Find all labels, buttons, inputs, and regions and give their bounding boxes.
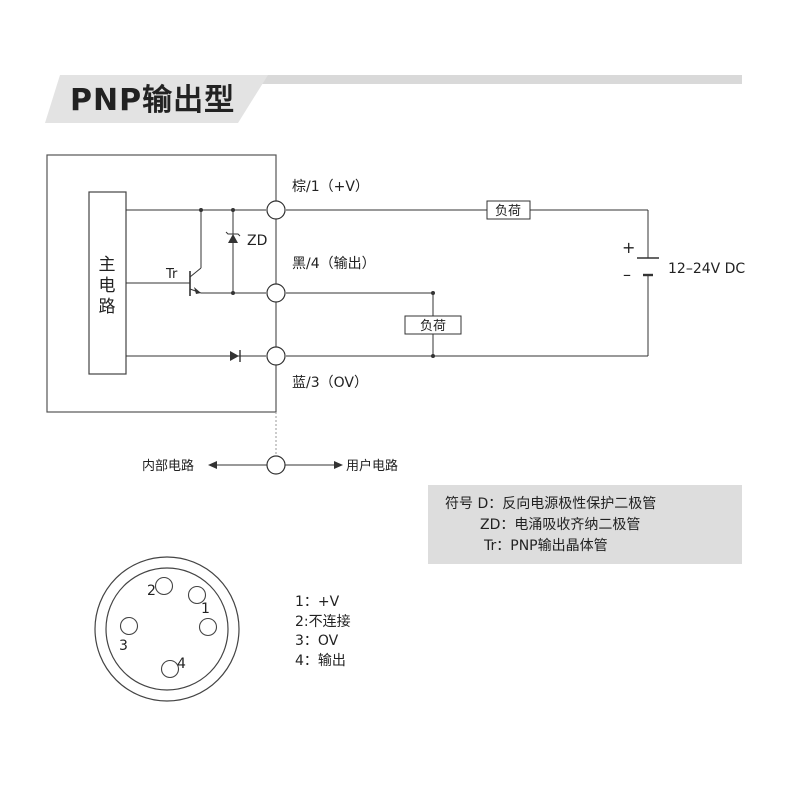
zener-diode-symbol	[225, 231, 241, 243]
wire-label-black: 黑/4（输出）	[292, 256, 376, 272]
supply-plus-sign: +	[622, 238, 635, 257]
pin-2-hole	[154, 576, 174, 596]
terminal-brown	[266, 200, 286, 220]
internal-circuit-label: 内部电路	[142, 458, 194, 474]
connector-face	[94, 556, 240, 702]
pin-desc-2: 2:不连接	[295, 613, 351, 630]
user-circuit-label: 用户电路	[346, 458, 398, 474]
junction-dot	[199, 208, 203, 212]
legend-line-3: Tr：PNP输出晶体管	[483, 538, 608, 554]
transistor-arrow	[194, 287, 201, 294]
zd-label: ZD	[247, 233, 267, 249]
load-box-2	[404, 315, 462, 335]
legend-line-1: 符号 D：反向电源极性保护二极管	[445, 496, 656, 512]
wire-label-blue: 蓝/3（OV）	[292, 375, 368, 391]
load-box-1	[486, 200, 531, 220]
title-banner: PNP输出型	[45, 75, 742, 123]
main-circuit-label-2: 电	[99, 276, 116, 296]
junction-dot	[231, 208, 235, 212]
pin-label-2: 2	[147, 583, 156, 599]
wire-label-brown: 棕/1（+V）	[292, 179, 369, 195]
junction-dot	[431, 354, 435, 358]
load-label-1: 负荷	[495, 204, 521, 219]
page-title: PNP输出型	[70, 83, 235, 118]
main-circuit-label-1: 主	[99, 255, 116, 275]
tr-label: Tr	[165, 267, 178, 282]
legend-box	[428, 485, 742, 564]
terminal-black	[266, 283, 286, 303]
junction-dot	[231, 291, 235, 295]
pin-4-hole	[160, 659, 180, 679]
pin-label-4: 4	[177, 656, 186, 672]
pin-desc-1: 1：+V	[295, 594, 340, 610]
boundary-node	[266, 455, 286, 475]
right-arrow-icon	[334, 461, 343, 469]
pin-desc-4: 4：输出	[295, 653, 346, 669]
supply-minus-sign: –	[623, 265, 631, 284]
pin-label-1: 1	[201, 601, 210, 617]
pin-1-hole	[198, 617, 218, 637]
terminal-blue	[266, 346, 286, 366]
pin-desc-3: 3：OV	[295, 633, 339, 649]
pin-3-hole	[119, 616, 139, 636]
supply-voltage-label: 12–24V DC	[668, 261, 745, 277]
load-label-2: 负荷	[420, 319, 446, 334]
left-arrow-icon	[208, 461, 217, 469]
pin-1-hole-upper	[187, 585, 207, 605]
transistor-emitter	[189, 267, 202, 278]
legend-line-2: ZD：电涌吸收齐纳二极管	[480, 517, 640, 533]
protection-diode-symbol	[230, 350, 241, 362]
main-circuit-label-3: 路	[99, 297, 116, 317]
junction-dot	[431, 291, 435, 295]
pin-label-3: 3	[119, 638, 128, 654]
